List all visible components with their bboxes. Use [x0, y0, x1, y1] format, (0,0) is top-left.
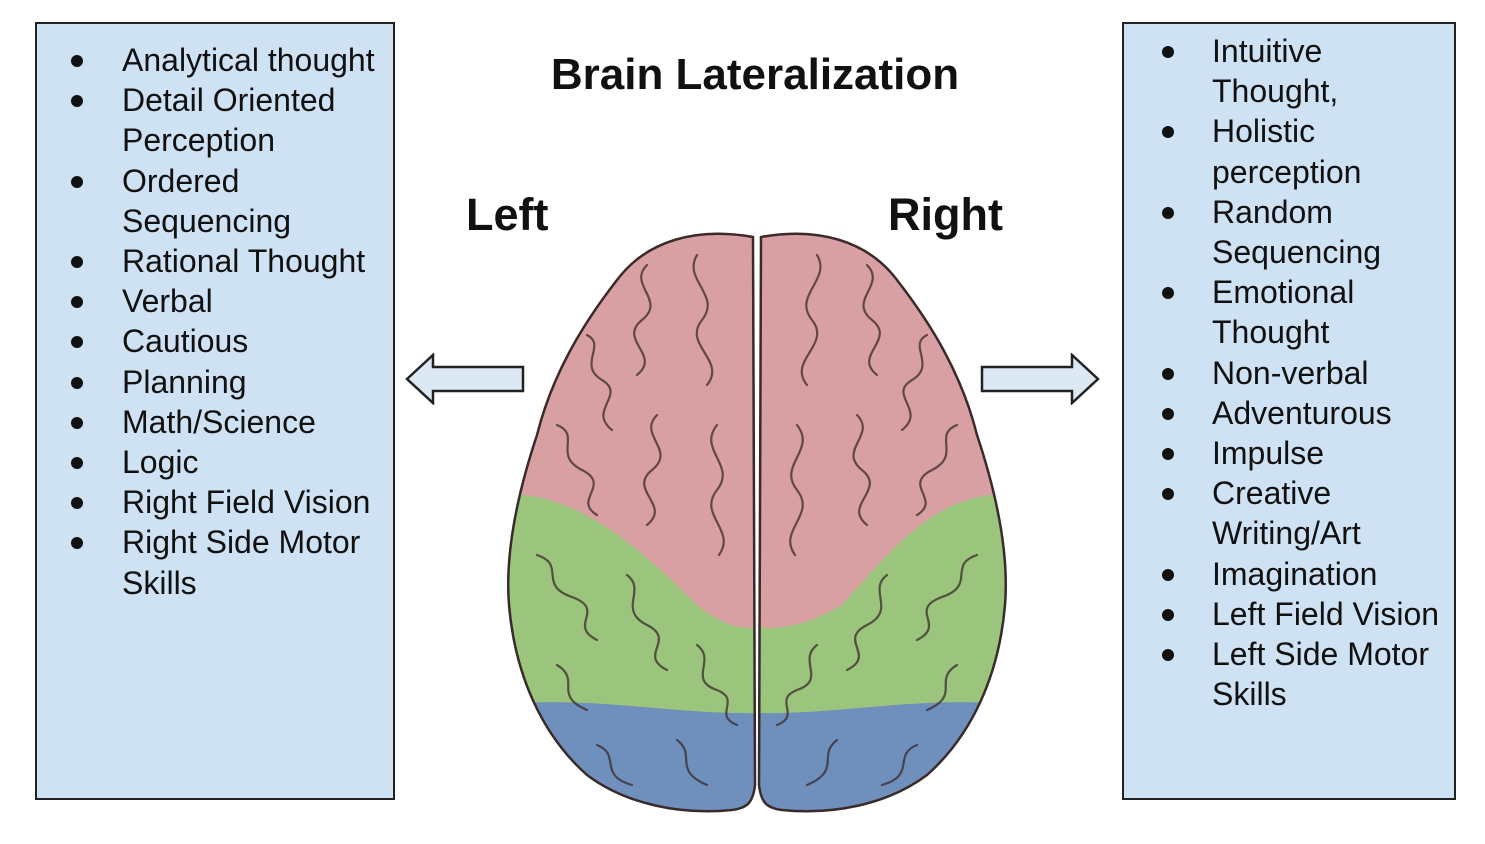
bullet-icon — [1162, 448, 1174, 461]
arrow-right-icon — [980, 353, 1100, 405]
list-item-text: Cautious — [122, 323, 249, 360]
bullet-icon — [71, 497, 83, 510]
list-item-text: Rational Thought — [122, 243, 366, 280]
bullet-icon — [71, 416, 83, 429]
bullet-icon — [1162, 488, 1174, 501]
list-item-text: Non-verbal — [1212, 354, 1369, 391]
list-item-text: Ordered Sequencing — [122, 162, 292, 239]
list-item: Adventurous — [1124, 393, 1454, 433]
list-item: Intuitive Thought, — [1124, 31, 1454, 111]
bullet-icon — [1162, 46, 1174, 58]
list-item: Math/Science — [37, 402, 393, 442]
list-item: Impulse — [1124, 433, 1454, 473]
bullet-icon — [1162, 367, 1174, 380]
list-item: Ordered Sequencing — [37, 161, 393, 241]
list-item: Non-verbal — [1124, 353, 1454, 393]
list-item: Left Side Motor Skills — [1124, 634, 1454, 714]
bullet-icon — [1162, 407, 1174, 420]
list-item-text: Impulse — [1212, 435, 1325, 472]
list-item-text: Random Sequencing — [1212, 193, 1382, 271]
list-item-text: Detail Oriented Perception — [122, 82, 336, 159]
bullet-icon — [71, 336, 83, 349]
bullet-icon — [71, 376, 83, 389]
diagram-title: Brain Lateralization — [550, 50, 960, 99]
list-item-text: Logic — [122, 444, 199, 481]
list-item: Analytical thought — [37, 40, 393, 80]
list-item: Rational Thought — [37, 241, 393, 281]
list-item-text: Planning — [122, 363, 247, 400]
list-item: Imagination — [1124, 554, 1454, 594]
list-item: Verbal — [37, 281, 393, 321]
right-hemisphere-icon — [757, 232, 1008, 813]
list-item-text: Right Side Motor Skills — [122, 524, 361, 601]
bullet-icon — [71, 457, 83, 470]
right-label: Right — [888, 189, 1003, 240]
arrow-left-icon — [405, 353, 525, 405]
list-item: Logic — [37, 442, 393, 482]
list-item-text: Right Field Vision — [122, 484, 371, 521]
list-item: Right Field Vision — [37, 482, 393, 522]
bullet-icon — [1162, 126, 1174, 139]
list-item: Holistic perception — [1124, 111, 1454, 191]
list-item-text: Left Field Vision — [1212, 595, 1440, 632]
bullet-icon — [71, 175, 83, 188]
list-item: Right Side Motor Skills — [37, 522, 393, 602]
list-item-text: Intuitive Thought, — [1212, 33, 1339, 110]
brain-illustration — [506, 232, 1008, 813]
list-item: Emotional Thought — [1124, 272, 1454, 352]
list-item-text: Emotional Thought — [1212, 274, 1355, 351]
list-item: Planning — [37, 362, 393, 402]
left-hemisphere-icon — [506, 232, 757, 813]
list-item: Creative Writing/Art — [1124, 473, 1454, 553]
list-item-text: Math/Science — [122, 403, 316, 440]
bullet-icon — [1162, 608, 1174, 621]
left-label: Left — [466, 189, 549, 240]
list-item: Random Sequencing — [1124, 192, 1454, 272]
list-item-text: Adventurous — [1212, 394, 1392, 431]
bullet-icon — [71, 256, 83, 269]
list-item-text: Analytical thought — [122, 42, 375, 78]
bullet-icon — [1162, 287, 1174, 300]
list-item-text: Left Side Motor Skills — [1212, 636, 1429, 713]
list-item-text: Holistic perception — [1212, 113, 1362, 190]
bullet-icon — [71, 537, 83, 550]
list-item: Left Field Vision — [1124, 594, 1454, 634]
bullet-icon — [1162, 568, 1174, 581]
list-item: Cautious — [37, 321, 393, 361]
bullet-icon — [71, 55, 83, 67]
bullet-icon — [1162, 206, 1174, 219]
list-item-text: Creative Writing/Art — [1212, 475, 1361, 552]
list-item-text: Imagination — [1212, 555, 1378, 592]
list-item-text: Verbal — [122, 283, 213, 320]
bullet-icon — [71, 296, 83, 309]
list-item: Detail Oriented Perception — [37, 80, 393, 160]
bullet-icon — [71, 95, 83, 108]
bullet-icon — [1162, 649, 1174, 662]
